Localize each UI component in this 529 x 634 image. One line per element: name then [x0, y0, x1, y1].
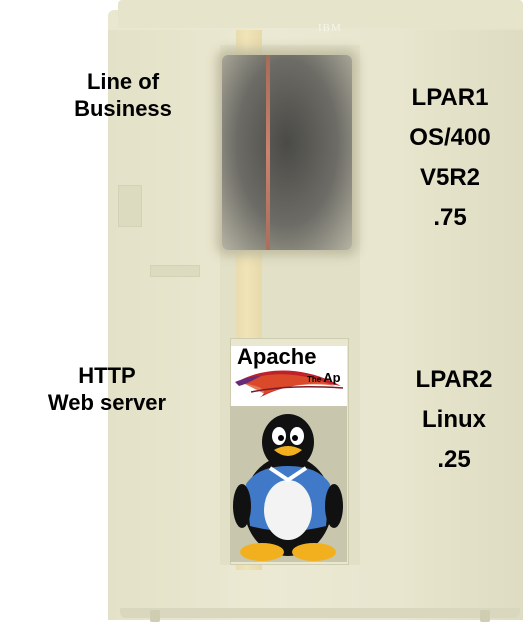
server-base — [120, 608, 520, 618]
panel-slot — [118, 185, 142, 227]
label-line: V5R2 — [419, 164, 481, 191]
panel-slot — [150, 265, 200, 277]
lpar1-partition-window — [222, 55, 352, 250]
lpar1-light-stripe — [266, 55, 270, 250]
lpar1-info-label: LPAR1 OS/400 V5R2 .75 — [380, 78, 520, 238]
apache-subtitle-suffix: Ap — [323, 370, 341, 385]
apache-wordmark: Apache — [237, 344, 317, 369]
label-line: LPAR2 — [415, 366, 493, 393]
lpar2-workload-label: HTTP Web server — [12, 362, 202, 416]
tux-penguin-icon — [230, 406, 347, 562]
server-right-face — [415, 30, 523, 620]
server-top — [118, 0, 523, 28]
server-foot — [150, 610, 160, 622]
lpar2-info-label: LPAR2 Linux .25 — [392, 360, 516, 480]
apache-subtitle-prefix: The — [307, 375, 322, 384]
lpar1-workload-label: Line of Business — [48, 68, 198, 122]
server-side-panel — [108, 30, 228, 620]
label-line: HTTP — [78, 363, 136, 388]
label-line: Business — [74, 96, 172, 121]
label-line: .25 — [437, 446, 471, 473]
label-line: OS/400 — [409, 124, 491, 151]
label-line: .75 — [433, 204, 467, 231]
server-foot — [480, 610, 490, 622]
label-line: Linux — [422, 406, 486, 433]
label-line: Line of — [86, 69, 160, 94]
label-line: Web server — [47, 390, 167, 415]
apache-feather-icon — [231, 346, 347, 406]
ibm-logo: IBM — [318, 22, 342, 34]
label-line: LPAR1 — [411, 84, 489, 111]
